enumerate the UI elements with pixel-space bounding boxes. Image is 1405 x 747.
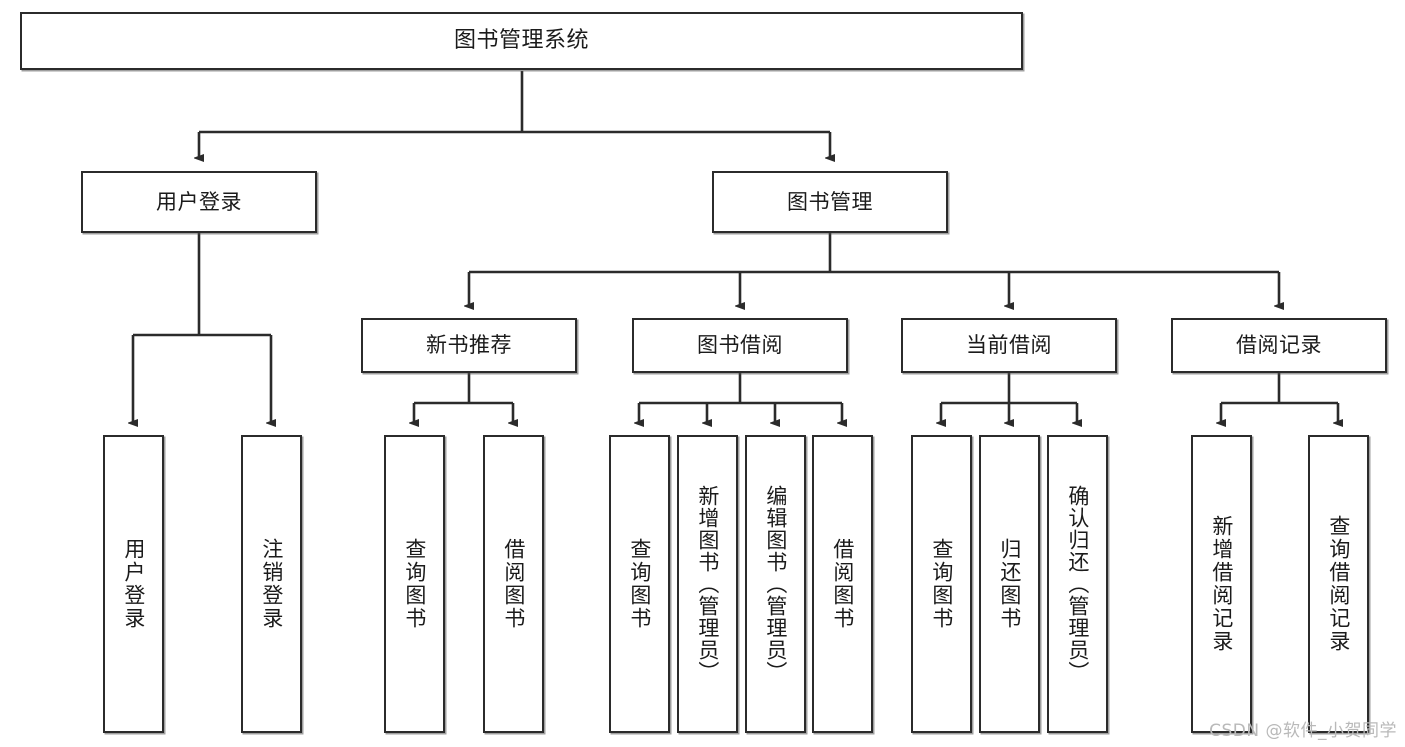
node-leaf-add-record-label: 新增借阅记录: [1209, 515, 1234, 653]
node-leaf-logout[interactable]: 注销登录: [241, 435, 302, 733]
watermark-text: CSDN @软件_小贺同学: [1209, 721, 1397, 741]
node-root[interactable]: 图书管理系统: [20, 12, 1023, 70]
node-leaf-query-book-3-label: 查询图书: [929, 538, 954, 630]
node-leaf-query-book-2[interactable]: 查询图书: [609, 435, 670, 733]
node-user-login[interactable]: 用户登录: [81, 171, 317, 233]
node-current-borrow-label: 当前借阅: [966, 333, 1052, 358]
node-current-borrow[interactable]: 当前借阅: [901, 318, 1117, 373]
node-leaf-query-book-1[interactable]: 查询图书: [384, 435, 445, 733]
node-leaf-logout-label: 注销登录: [259, 538, 284, 630]
node-book-borrow[interactable]: 图书借阅: [632, 318, 848, 373]
node-leaf-return-book[interactable]: 归还图书: [979, 435, 1040, 733]
node-book-manage[interactable]: 图书管理: [712, 171, 948, 233]
node-leaf-confirm-return-label: 确认归还（管理员）: [1065, 485, 1090, 683]
node-leaf-confirm-return[interactable]: 确认归还（管理员）: [1047, 435, 1108, 733]
node-book-manage-label: 图书管理: [787, 189, 873, 214]
node-leaf-add-record[interactable]: 新增借阅记录: [1191, 435, 1252, 733]
node-root-label: 图书管理系统: [453, 28, 589, 54]
node-new-book-recommend[interactable]: 新书推荐: [361, 318, 577, 373]
node-leaf-return-book-label: 归还图书: [997, 538, 1022, 630]
node-leaf-add-book[interactable]: 新增图书（管理员）: [677, 435, 738, 733]
node-new-book-recommend-label: 新书推荐: [426, 333, 512, 358]
node-borrow-record[interactable]: 借阅记录: [1171, 318, 1387, 373]
node-leaf-query-book-2-label: 查询图书: [627, 538, 652, 630]
node-leaf-query-record-label: 查询借阅记录: [1326, 515, 1351, 653]
node-leaf-edit-book-label: 编辑图书（管理员）: [763, 485, 788, 683]
node-leaf-query-book-3[interactable]: 查询图书: [911, 435, 972, 733]
node-leaf-query-book-1-label: 查询图书: [402, 538, 427, 630]
node-leaf-borrow-book-2[interactable]: 借阅图书: [812, 435, 873, 733]
node-leaf-user-login-label: 用户登录: [121, 538, 146, 630]
node-leaf-edit-book[interactable]: 编辑图书（管理员）: [745, 435, 806, 733]
node-leaf-user-login[interactable]: 用户登录: [103, 435, 164, 733]
node-leaf-borrow-book-2-label: 借阅图书: [830, 538, 855, 630]
node-leaf-borrow-book-1[interactable]: 借阅图书: [483, 435, 544, 733]
node-leaf-borrow-book-1-label: 借阅图书: [501, 538, 526, 630]
node-leaf-add-book-label: 新增图书（管理员）: [695, 485, 720, 683]
node-leaf-query-record[interactable]: 查询借阅记录: [1308, 435, 1369, 733]
node-borrow-record-label: 借阅记录: [1236, 333, 1322, 358]
node-user-login-label: 用户登录: [156, 189, 242, 214]
node-book-borrow-label: 图书借阅: [697, 333, 783, 358]
